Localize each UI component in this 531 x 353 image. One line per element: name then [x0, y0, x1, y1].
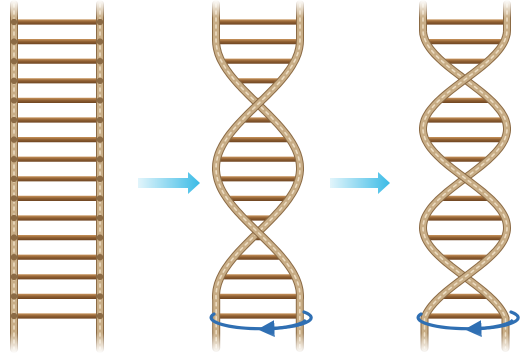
- bottom-fade: [0, 333, 531, 353]
- ladder-rung: [14, 39, 100, 44]
- twisted-ladder-stage-3: [418, 4, 518, 348]
- rope-knot: [11, 19, 17, 25]
- ladder-rung: [14, 255, 100, 260]
- rope-knot: [11, 38, 17, 44]
- helix-rung: [222, 59, 295, 64]
- rope-knot: [97, 254, 103, 260]
- rope-knot: [97, 215, 103, 221]
- ladder-rung: [14, 176, 100, 181]
- ladder-rung: [14, 274, 100, 279]
- rope-knot: [11, 293, 17, 299]
- helix-rung: [425, 137, 504, 142]
- twisted-ladder-stage-2: [211, 4, 311, 348]
- rope-knot: [11, 97, 17, 103]
- rope-knot: [97, 78, 103, 84]
- helix-rung: [425, 215, 505, 220]
- rope-knot: [97, 117, 103, 123]
- ladder-rung: [14, 59, 100, 64]
- rope-knot: [97, 313, 103, 319]
- rope-knot: [97, 97, 103, 103]
- rope-knot: [11, 234, 17, 240]
- helix-rung: [425, 235, 505, 240]
- helix-rung: [216, 19, 300, 24]
- rope-knot: [97, 176, 103, 182]
- top-fade: [0, 0, 531, 18]
- ladder-rung: [14, 19, 100, 24]
- helix-rung: [423, 19, 507, 24]
- straight-ladder: [11, 4, 103, 349]
- helix-rung: [226, 137, 290, 142]
- ladder-rung: [14, 157, 100, 162]
- transition-arrow-1: [138, 172, 200, 194]
- helix-rung: [426, 39, 504, 44]
- rope-knot: [97, 38, 103, 44]
- rope-knot: [97, 156, 103, 162]
- helix-rung: [217, 176, 298, 181]
- rope-knot: [11, 136, 17, 142]
- ladder-rung: [14, 196, 100, 201]
- helix-rung: [216, 313, 300, 318]
- ladder-rung: [14, 78, 100, 83]
- ladder-rung: [14, 294, 100, 299]
- helix-rung: [425, 313, 504, 318]
- rope-knot: [97, 58, 103, 64]
- rope-knot: [11, 274, 17, 280]
- rope-knot: [97, 234, 103, 240]
- rope-knot: [11, 58, 17, 64]
- rope-knot: [97, 136, 103, 142]
- helix-rung: [216, 39, 300, 44]
- rope-knot: [11, 215, 17, 221]
- rope-knot: [11, 195, 17, 201]
- rope-knot: [97, 195, 103, 201]
- rope-knot: [11, 176, 17, 182]
- ladder-rung: [14, 313, 100, 318]
- ladder-rung: [14, 235, 100, 240]
- rope-knot: [97, 19, 103, 25]
- rope-knot: [11, 117, 17, 123]
- rope-knot: [11, 78, 17, 84]
- helix-rung: [425, 117, 506, 122]
- transition-arrow-2: [330, 172, 390, 194]
- ladder-rung: [14, 117, 100, 122]
- helix-rung: [221, 274, 295, 279]
- helix-rung: [216, 294, 300, 299]
- rope-knot: [11, 313, 17, 319]
- ladder-rung: [14, 215, 100, 220]
- helix-rung: [234, 255, 282, 260]
- ladder-rung: [14, 137, 100, 142]
- rope-knot: [97, 293, 103, 299]
- ladder-rung: [14, 98, 100, 103]
- rope-knot: [11, 254, 17, 260]
- helix-rung: [227, 196, 289, 201]
- rope-knot: [11, 156, 17, 162]
- helix-rung: [217, 157, 299, 162]
- rope-knot: [97, 274, 103, 280]
